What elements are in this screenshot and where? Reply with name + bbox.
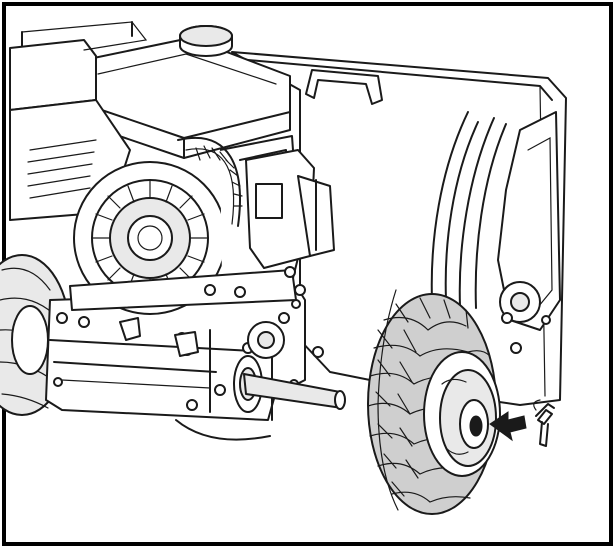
- bracket: [119, 317, 141, 341]
- axle-assembly: [233, 355, 346, 413]
- auger-housing: [231, 51, 567, 406]
- housing-rib: [430, 111, 469, 301]
- tire-edge: [377, 289, 399, 511]
- air-filter: [9, 39, 97, 111]
- side-bracket: [497, 111, 561, 331]
- front-wheel: [367, 293, 501, 515]
- housing-handle: [305, 69, 383, 105]
- chassis: [45, 291, 324, 441]
- choke-knob: [255, 183, 283, 219]
- engine: [9, 21, 335, 315]
- engine-mount: [69, 269, 297, 311]
- arrow-left-icon: [489, 411, 527, 442]
- clevis-pin: [533, 399, 555, 447]
